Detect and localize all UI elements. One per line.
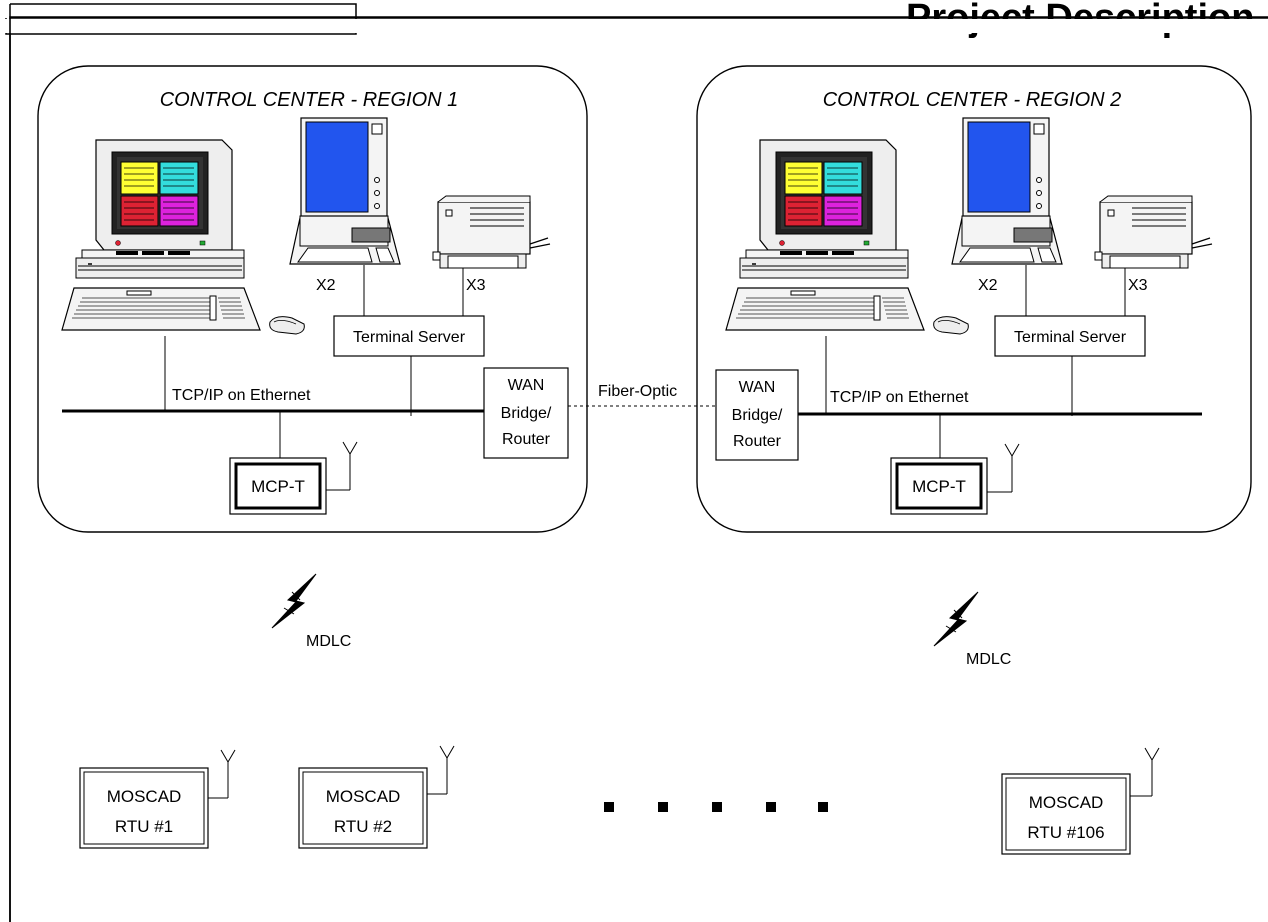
wan-label: Bridge/ — [501, 405, 552, 422]
network-label-2: TCP/IP on Ethernet — [830, 389, 969, 406]
antenna-icon — [1144, 747, 1160, 797]
rtu-label: RTU #2 — [334, 817, 392, 836]
mdlc-label: MDLC — [966, 651, 1011, 668]
mdlc-label: MDLC — [306, 633, 351, 650]
region-2-title: CONTROL CENTER - REGION 2 — [823, 89, 1122, 111]
workstation-icon — [61, 139, 306, 335]
x3-label: X3 — [466, 277, 486, 294]
region-1-title: CONTROL CENTER - REGION 1 — [160, 89, 459, 111]
rtu-label: MOSCAD — [326, 787, 401, 806]
rtu-label: MOSCAD — [107, 787, 182, 806]
wan-label: Router — [502, 431, 551, 448]
region-1-container — [37, 65, 588, 533]
x2-label: X2 — [316, 277, 336, 294]
antenna-icon — [439, 745, 455, 795]
rtu-label: MOSCAD — [1029, 793, 1104, 812]
terminal-server-label: Terminal Server — [353, 329, 466, 346]
fiber-optic-label: Fiber-Optic — [598, 383, 677, 400]
antenna-icon — [342, 441, 358, 491]
radio-link-icon — [271, 573, 317, 629]
wan-label: Bridge/ — [732, 407, 783, 424]
terminal-x2-icon — [289, 117, 401, 265]
antenna-icon — [1004, 443, 1020, 493]
rtu-label: RTU #1 — [115, 817, 173, 836]
wan-label: WAN — [739, 379, 776, 396]
terminal-server-box — [994, 315, 1146, 357]
terminal-x2-icon — [951, 117, 1063, 265]
ellipsis-dots — [604, 802, 828, 812]
printer-x3-icon — [1094, 195, 1213, 269]
wan-router-2 — [715, 369, 799, 461]
printer-x3-icon — [432, 195, 551, 269]
terminal-server-label: Terminal Server — [1014, 329, 1127, 346]
wan-label: Router — [733, 433, 782, 450]
mcp-t-label: MCP-T — [251, 477, 305, 496]
wan-router-1 — [483, 367, 569, 459]
mcp-t-label: MCP-T — [912, 477, 966, 496]
antenna-icon — [220, 749, 236, 799]
rtu-label: RTU #106 — [1027, 823, 1104, 842]
region-2-container — [696, 65, 1252, 533]
radio-link-icon — [933, 591, 979, 647]
terminal-server-box — [333, 315, 485, 357]
x3-label: X3 — [1128, 277, 1148, 294]
network-label-1: TCP/IP on Ethernet — [172, 387, 311, 404]
wan-label: WAN — [508, 377, 545, 394]
workstation-icon — [725, 139, 970, 335]
x2-label: X2 — [978, 277, 998, 294]
